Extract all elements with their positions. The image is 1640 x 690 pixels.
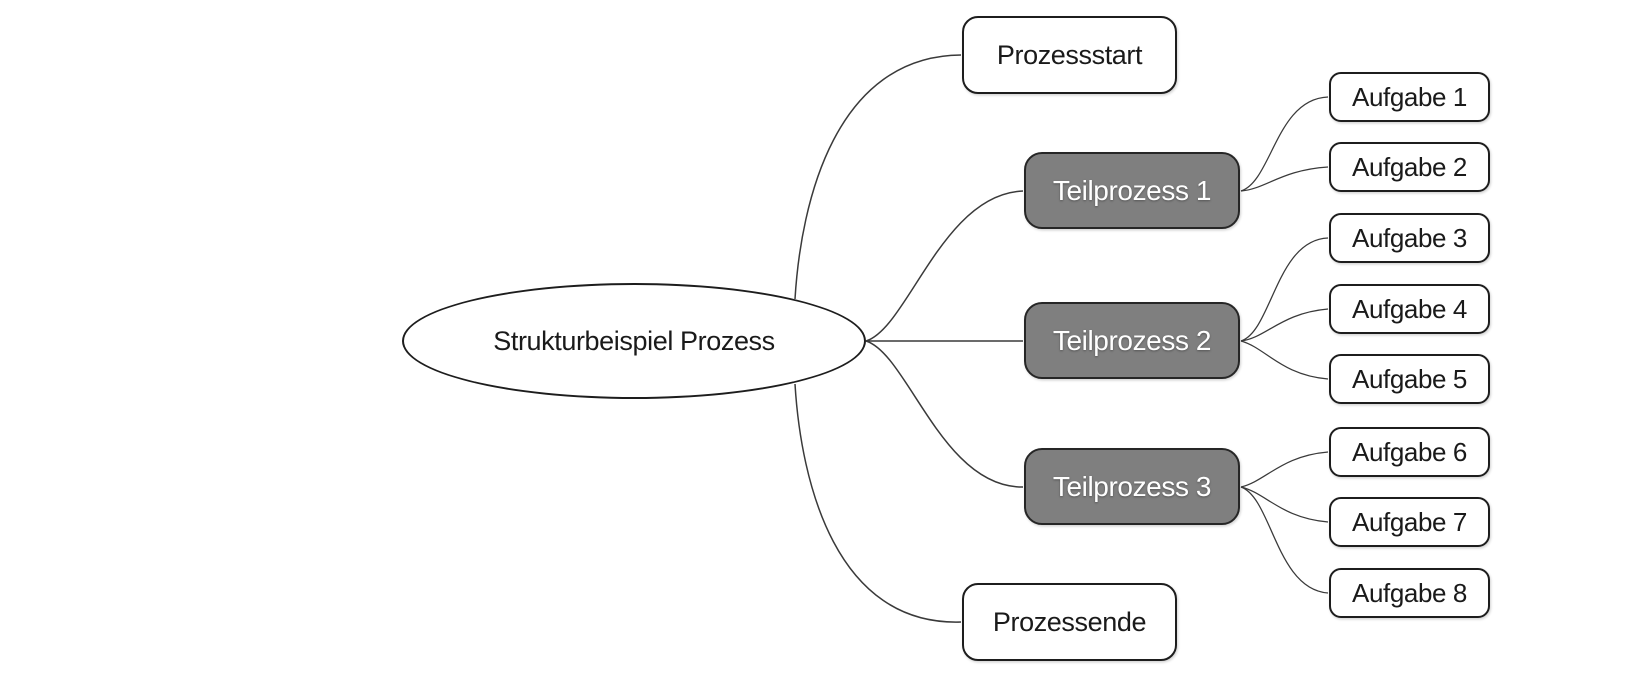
- node-aufgabe-6: Aufgabe 6: [1329, 427, 1490, 477]
- connector-teilprozess1-aufgabe2: [1240, 166, 1329, 192]
- connector-root-prozessstart: [794, 54, 962, 300]
- connector-teilprozess3-aufgabe7: [1240, 486, 1329, 523]
- node-aufgabe-2: Aufgabe 2: [1329, 142, 1490, 192]
- node-aufgabe-1: Aufgabe 1: [1329, 72, 1490, 122]
- node-aufgabe-5: Aufgabe 5: [1329, 354, 1490, 404]
- node-aufgabe-4-label: Aufgabe 4: [1352, 293, 1467, 324]
- node-aufgabe-8: Aufgabe 8: [1329, 568, 1490, 618]
- root-node-ellipse: Strukturbeispiel Prozess: [402, 283, 866, 399]
- connector-root-teilprozess-3: [865, 340, 1024, 488]
- node-prozessende-label: Prozessende: [992, 606, 1147, 637]
- connector-teilprozess2-aufgabe4: [1240, 308, 1329, 342]
- connector-teilprozess2-aufgabe5: [1240, 340, 1329, 380]
- node-aufgabe-3: Aufgabe 3: [1329, 213, 1490, 263]
- connector-teilprozess2-aufgabe3: [1240, 237, 1329, 342]
- connector-root-prozessende: [794, 383, 962, 623]
- connector-root-teilprozess-1: [865, 190, 1024, 342]
- node-aufgabe-4: Aufgabe 4: [1329, 284, 1490, 334]
- node-teilprozess-1: Teilprozess 1: [1024, 152, 1240, 229]
- node-aufgabe-1-label: Aufgabe 1: [1352, 81, 1467, 112]
- connector-teilprozess3-aufgabe8: [1240, 486, 1329, 594]
- node-teilprozess-2-label: Teilprozess 2: [1052, 324, 1212, 356]
- node-teilprozess-2: Teilprozess 2: [1024, 302, 1240, 379]
- node-prozessstart-label: Prozessstart: [996, 39, 1143, 70]
- root-node-label: Strukturbeispiel Prozess: [493, 325, 775, 356]
- node-teilprozess-1-label: Teilprozess 1: [1052, 174, 1212, 206]
- node-aufgabe-6-label: Aufgabe 6: [1352, 436, 1467, 467]
- connector-teilprozess3-aufgabe6: [1240, 451, 1329, 488]
- node-aufgabe-5-label: Aufgabe 5: [1352, 363, 1467, 394]
- node-aufgabe-2-label: Aufgabe 2: [1352, 151, 1467, 182]
- node-teilprozess-3-label: Teilprozess 3: [1052, 470, 1212, 502]
- node-aufgabe-7-label: Aufgabe 7: [1352, 506, 1467, 537]
- node-aufgabe-3-label: Aufgabe 3: [1352, 222, 1467, 253]
- node-prozessende: Prozessende: [962, 583, 1177, 661]
- node-teilprozess-3: Teilprozess 3: [1024, 448, 1240, 525]
- node-prozessstart: Prozessstart: [962, 16, 1177, 94]
- connector-teilprozess1-aufgabe1: [1240, 96, 1329, 192]
- node-aufgabe-8-label: Aufgabe 8: [1352, 577, 1467, 608]
- node-aufgabe-7: Aufgabe 7: [1329, 497, 1490, 547]
